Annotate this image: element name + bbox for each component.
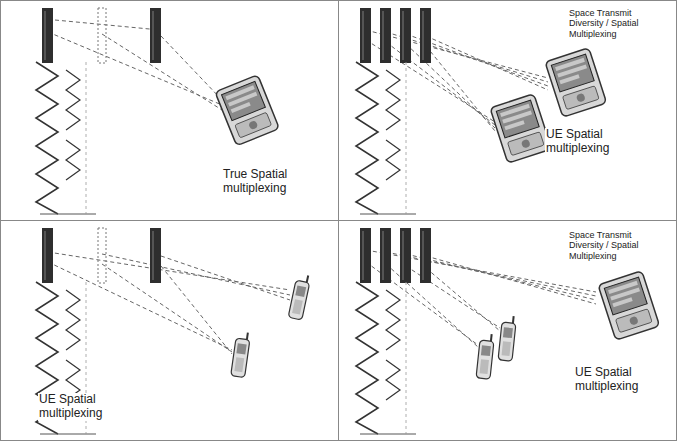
- panel-caption: UE Spatial multiplexing: [38, 393, 124, 421]
- panel-caption: Space Transmit Diversity / Spatial Multi…: [568, 230, 666, 261]
- panel-caption: UE Spatial multiplexing: [545, 128, 631, 156]
- panel-caption: UE Spatial multiplexing: [574, 366, 660, 394]
- panel-caption: Space Transmit Diversity / Spatial Multi…: [568, 8, 666, 39]
- panel-caption: True Spatial multiplexing: [222, 168, 306, 196]
